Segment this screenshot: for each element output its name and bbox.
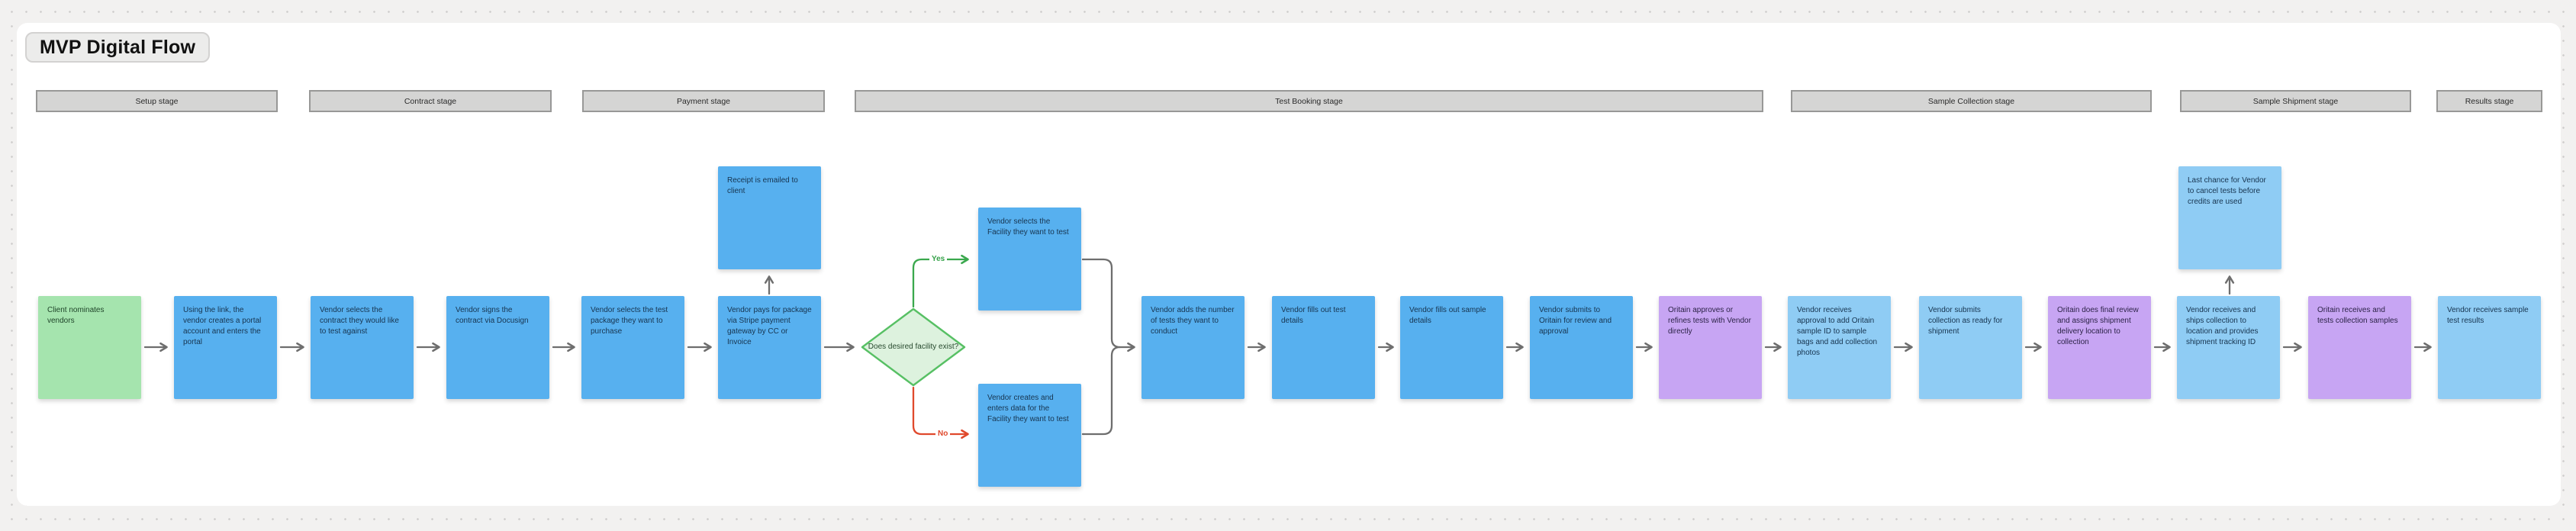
sticky-add-tests[interactable]: Vendor adds the number of tests they wan… — [1141, 296, 1245, 399]
stage-setup[interactable]: Setup stage — [36, 90, 278, 112]
sticky-submit-collection[interactable]: Vendor submits collection as ready for s… — [1919, 296, 2022, 399]
sticky-submit-oritain[interactable]: Vendor submits to Oritain for review and… — [1530, 296, 1633, 399]
stage-label: Payment stage — [676, 96, 731, 106]
sticky-select-contract[interactable]: Vendor selects the contract they would l… — [311, 296, 414, 399]
sticky-sample-details[interactable]: Vendor fills out sample details — [1400, 296, 1503, 399]
sticky-select-facility[interactable]: Vendor selects the Facility they want to… — [978, 208, 1081, 311]
sticky-pay-package[interactable]: Vendor pays for package via Stripe payme… — [718, 296, 821, 399]
sticky-oritain-tests[interactable]: Oritain receives and tests collection sa… — [2308, 296, 2411, 399]
sticky-receive-approval[interactable]: Vendor receives approval to add Oritain … — [1788, 296, 1891, 399]
stage-payment[interactable]: Payment stage — [582, 90, 825, 112]
stage-label: Sample Shipment stage — [2252, 96, 2339, 106]
sticky-client-nominates-vendors[interactable]: Client nominates vendors — [38, 296, 141, 399]
stage-contract[interactable]: Contract stage — [309, 90, 552, 112]
page-title[interactable]: MVP Digital Flow — [25, 32, 211, 63]
stage-label: Test Booking stage — [1275, 96, 1343, 106]
stage-label: Sample Collection stage — [1927, 96, 2015, 106]
stage-label: Contract stage — [404, 96, 457, 106]
sticky-receive-results[interactable]: Vendor receives sample test results — [2438, 296, 2541, 399]
sticky-ship-collection[interactable]: Vendor receives and ships collection to … — [2177, 296, 2280, 399]
decision-diamond-label: Does desired facility exist? — [868, 343, 959, 351]
stage-results[interactable]: Results stage — [2436, 90, 2542, 112]
sticky-sign-contract[interactable]: Vendor signs the contract via Docusign — [446, 296, 549, 399]
stage-test-booking[interactable]: Test Booking stage — [855, 90, 1763, 112]
sticky-test-details[interactable]: Vendor fills out test details — [1272, 296, 1375, 399]
sticky-last-chance[interactable]: Last chance for Vendor to cancel tests b… — [2178, 166, 2281, 269]
sticky-final-review[interactable]: Oritain does final review and assigns sh… — [2048, 296, 2151, 399]
stage-label: Results stage — [2465, 96, 2514, 106]
stage-sample-shipment[interactable]: Sample Shipment stage — [2180, 90, 2411, 112]
yes-connector-label[interactable]: Yes — [929, 254, 948, 265]
sticky-create-facility[interactable]: Vendor creates and enters data for the F… — [978, 384, 1081, 487]
stage-sample-collection[interactable]: Sample Collection stage — [1791, 90, 2152, 112]
stage-label: Setup stage — [135, 96, 179, 106]
sticky-portal-account[interactable]: Using the link, the vendor creates a por… — [174, 296, 277, 399]
no-connector-label[interactable]: No — [935, 429, 951, 439]
sticky-select-package[interactable]: Vendor selects the test package they wan… — [581, 296, 684, 399]
sticky-receipt-emailed[interactable]: Receipt is emailed to client — [718, 166, 821, 269]
sticky-oritain-approves[interactable]: Oritain approves or refines tests with V… — [1659, 296, 1762, 399]
